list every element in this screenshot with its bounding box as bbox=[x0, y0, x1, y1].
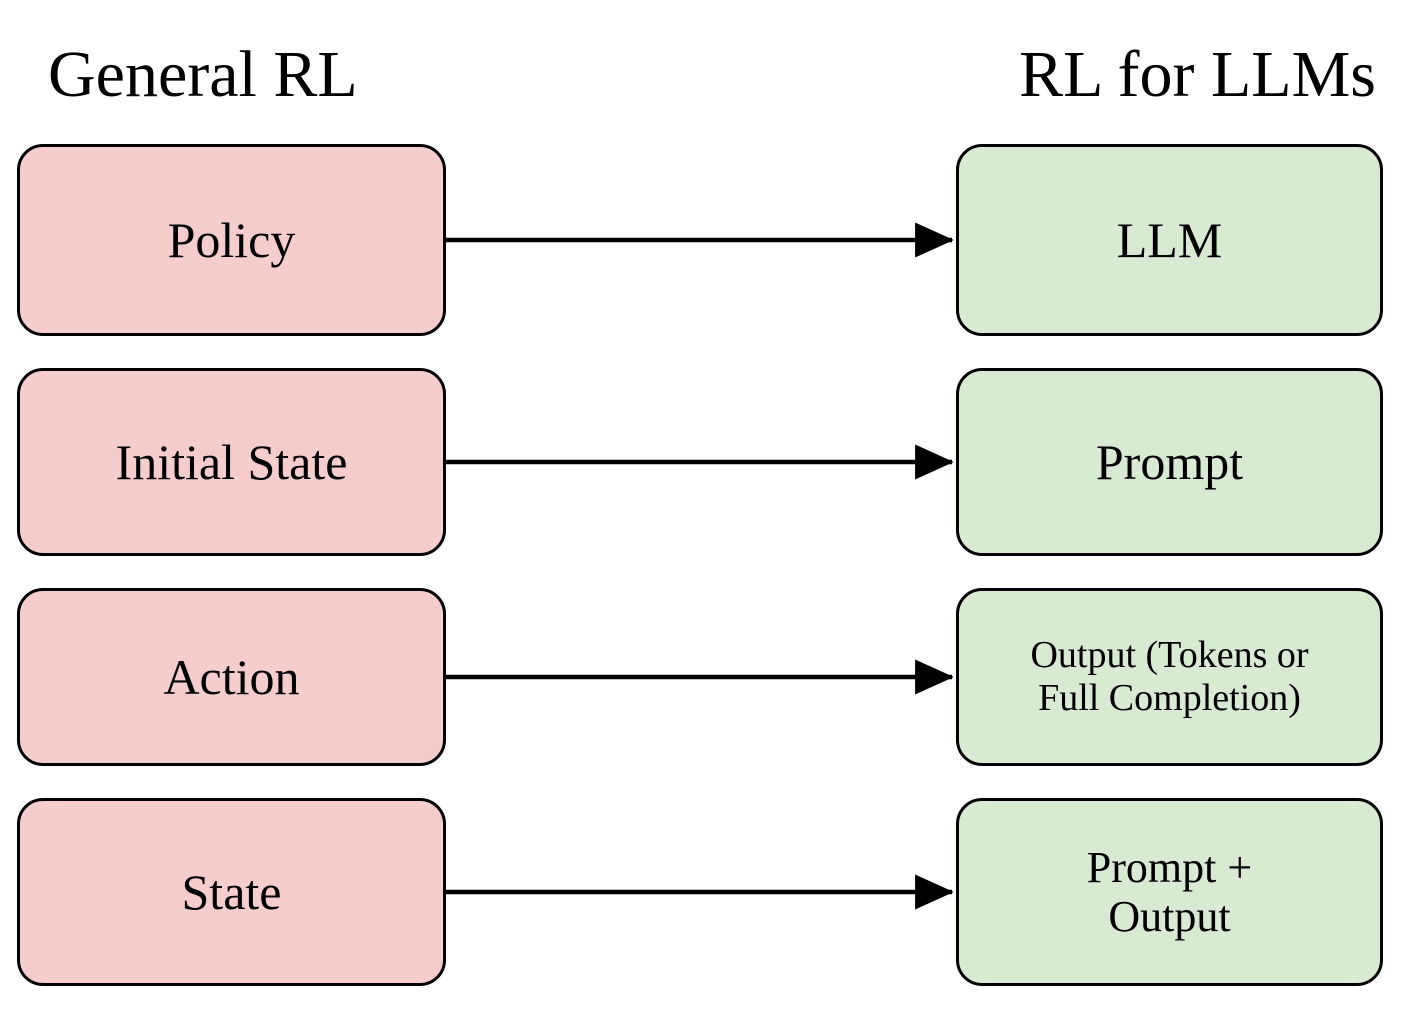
node-policy-label: Policy bbox=[167, 212, 296, 268]
column-title-rl-for-llms: RL for LLMs bbox=[1019, 38, 1376, 111]
node-initial-state[interactable]: Initial State bbox=[17, 368, 446, 556]
node-state[interactable]: State bbox=[17, 798, 446, 986]
node-state-label: State bbox=[181, 864, 282, 920]
node-action[interactable]: Action bbox=[17, 588, 446, 766]
node-llm[interactable]: LLM bbox=[956, 144, 1383, 336]
node-prompt-label: Prompt bbox=[1095, 434, 1244, 490]
node-output-tokens-or-full-completion[interactable]: Output (Tokens or Full Completion) bbox=[956, 588, 1383, 766]
node-prompt-plus-output-label: Prompt + Output bbox=[1086, 842, 1253, 941]
node-prompt[interactable]: Prompt bbox=[956, 368, 1383, 556]
node-initial-state-label: Initial State bbox=[115, 434, 348, 490]
node-policy[interactable]: Policy bbox=[17, 144, 446, 336]
node-output-label: Output (Tokens or Full Completion) bbox=[1030, 634, 1309, 719]
node-prompt-plus-output[interactable]: Prompt + Output bbox=[956, 798, 1383, 986]
column-title-general-rl: General RL bbox=[48, 38, 358, 111]
node-action-label: Action bbox=[163, 649, 300, 705]
node-llm-label: LLM bbox=[1116, 212, 1223, 268]
